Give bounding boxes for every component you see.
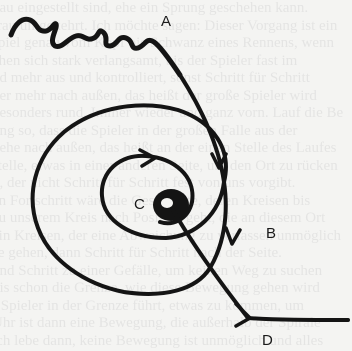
label-b: B (266, 225, 276, 242)
label-c: C (134, 196, 145, 213)
wavy-scribble-line (11, 19, 180, 75)
arrow-down-icon (226, 228, 240, 244)
center-c-highlight (161, 198, 173, 208)
label-d: D (262, 332, 273, 349)
arrow-d-icon (236, 304, 250, 326)
label-a: A (161, 13, 171, 30)
outer-path-a-to-b (33, 75, 226, 294)
